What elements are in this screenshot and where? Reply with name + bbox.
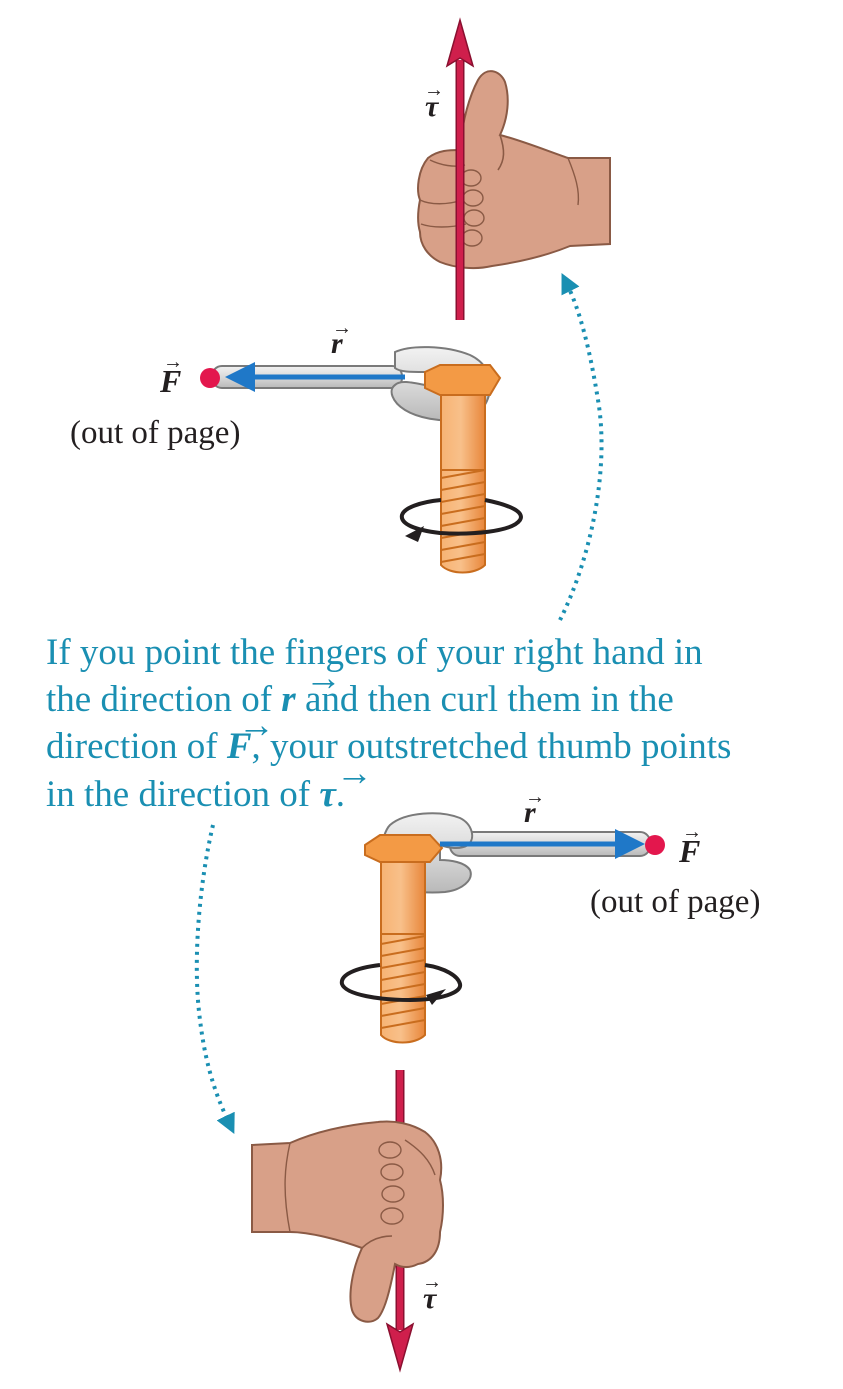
force-label-bottom: F xyxy=(678,833,700,869)
caption-line-4: in the direction of τ. xyxy=(46,774,345,815)
caption-tau-symbol: τ xyxy=(319,774,337,815)
caption-f-symbol: F xyxy=(226,726,252,767)
r-overarrow-bottom: → xyxy=(525,786,545,808)
torque-vector-up xyxy=(445,17,475,320)
caption-line-1: If you point the fingers of your right h… xyxy=(46,632,703,673)
caption-line-2: the direction of r and then curl them in… xyxy=(46,679,674,720)
force-overarrow-top: → xyxy=(163,351,183,373)
caption-f-overarrow: → xyxy=(238,705,275,746)
right-hand-thumb-up-icon xyxy=(417,70,611,270)
torque-label-bottom: τ xyxy=(423,1282,438,1315)
force-note-top: (out of page) xyxy=(70,415,240,451)
force-note-bottom: (out of page) xyxy=(590,884,760,920)
force-dot-top xyxy=(200,368,220,388)
right-hand-thumb-down-icon xyxy=(251,1120,444,1323)
caption-r-overarrow: → xyxy=(305,658,342,699)
curl-arrow-up xyxy=(558,273,604,621)
torque-overarrow-top: → xyxy=(424,79,444,101)
force-dot-bottom xyxy=(645,835,665,855)
r-label-top: r xyxy=(331,327,343,360)
curl-arrow-down xyxy=(194,824,235,1135)
rotation-arrow-icon xyxy=(399,498,523,542)
r-label-bottom: r xyxy=(524,796,536,829)
caption-r-symbol: r xyxy=(281,679,296,720)
torque-label-top: τ xyxy=(425,90,440,123)
bolt-icon xyxy=(424,364,502,574)
caption-line-3: direction of F, your outstretched thumb … xyxy=(46,726,731,767)
bottom-assembly: r → F → (out of page) τ → xyxy=(251,786,760,1373)
caption-tau-overarrow: → xyxy=(336,753,373,794)
torque-overarrow-bottom: → xyxy=(422,1271,442,1293)
rotation-arrow-icon xyxy=(339,963,462,1005)
top-assembly: τ → r → F → (out of page) xyxy=(70,17,611,574)
caption: If you point the fingers of your right h… xyxy=(46,632,731,815)
bolt-icon xyxy=(364,834,444,1044)
force-overarrow-bottom: → xyxy=(682,821,702,843)
force-label-top: F xyxy=(159,363,181,399)
r-overarrow-top: → xyxy=(332,317,352,339)
